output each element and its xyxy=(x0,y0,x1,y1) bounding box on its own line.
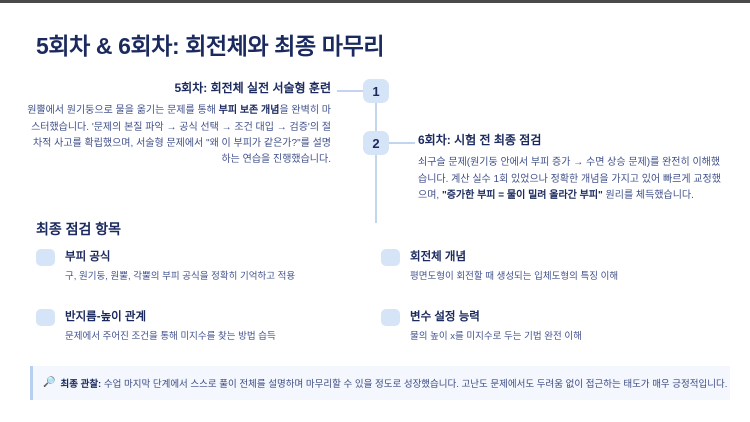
timeline-marker-2[interactable]: 2 xyxy=(363,131,389,155)
timeline-entry-2-body-suffix: 원리를 체득했습니다. xyxy=(602,189,694,201)
timeline-entry-1-body: 원뿔에서 원기둥으로 물을 옮기는 문제를 통해 부피 보존 개념을 완벽히 마… xyxy=(26,103,331,168)
timeline-connector-1 xyxy=(337,90,364,92)
checklist-item-label: 회전체 개념 xyxy=(410,251,467,263)
timeline-entry-2-body-strong: "증가한 부피 = 물이 밀려 올라간 부피" xyxy=(441,189,603,201)
final-observation-label: 최종 관찰: xyxy=(60,379,102,390)
checklist-item-desc: 평면도형이 회전할 때 생성되는 입체도형의 특징 이해 xyxy=(410,271,619,282)
checklist-item[interactable]: 변수 설정 능력 물의 높이 x를 미지수로 두는 기법 완전 이해 xyxy=(381,308,726,368)
timeline-entry-2-heading: 6회차: 시험 전 최종 점검 xyxy=(418,133,542,147)
checkbox-icon[interactable] xyxy=(36,249,55,266)
timeline-entry-1-heading: 5회차: 회전체 실전 서술형 훈련 xyxy=(174,81,332,95)
checkbox-icon[interactable] xyxy=(36,309,55,326)
final-observation-banner: 🔎 최종 관찰: 수업 마지막 단계에서 스스로 풀이 전체를 설명하며 마무리… xyxy=(30,366,730,400)
timeline-marker-1[interactable]: 1 xyxy=(363,79,389,103)
checklist-title: 최종 점검 항목 xyxy=(36,221,122,237)
checklist-item-desc: 문제에서 주어진 조건을 통해 미지수를 찾는 방법 습득 xyxy=(65,331,276,342)
timeline-entry-1-body-suffix: 을 완벽히 마스터했습니다. '문제의 본질 파악 → 공식 선택 → 조건 대… xyxy=(31,105,331,165)
checkbox-icon[interactable] xyxy=(381,309,400,326)
checklist-item[interactable]: 부피 공식 구, 원기둥, 원뿔, 각뿔의 부피 공식을 정확히 기억하고 적용 xyxy=(36,248,381,308)
checklist-item-label: 변수 설정 능력 xyxy=(410,311,480,323)
timeline-entry-1-body-prefix: 원뿔에서 원기둥으로 물을 옮기는 문제를 통해 xyxy=(27,105,219,117)
timeline-axis xyxy=(375,87,377,223)
checklist-item-label: 반지름-높이 관계 xyxy=(65,311,147,323)
timeline-entry-2-body-prefix: 쇠구슬 문제(원기둥 안에서 부피 증가 → 수면 상승 문제)를 완전히 이해… xyxy=(418,157,721,201)
magnifier-icon: 🔎 xyxy=(43,377,56,388)
timeline-entry-1: 5회차: 회전체 실전 서술형 훈련 원뿔에서 원기둥으로 물을 옮기는 문제를… xyxy=(26,79,331,168)
checklist-item-desc: 구, 원기둥, 원뿔, 각뿔의 부피 공식을 정확히 기억하고 적용 xyxy=(65,271,296,282)
timeline-entry-1-body-strong: 부피 보존 개념 xyxy=(218,105,280,117)
timeline: 1 2 5회차: 회전체 실전 서술형 훈련 원뿔에서 원기둥으로 물을 옮기는… xyxy=(0,73,750,223)
final-observation-text: 최종 관찰: 수업 마지막 단계에서 스스로 풀이 전체를 설명하며 마무리할 … xyxy=(60,376,727,390)
checklist-item[interactable]: 회전체 개념 평면도형이 회전할 때 생성되는 입체도형의 특징 이해 xyxy=(381,248,726,308)
checklist-grid: 부피 공식 구, 원기둥, 원뿔, 각뿔의 부피 공식을 정확히 기억하고 적용… xyxy=(36,248,726,368)
checklist-item-text: 반지름-높이 관계 문제에서 주어진 조건을 통해 미지수를 찾는 방법 습득 xyxy=(65,308,276,343)
checklist-item-desc: 물의 높이 x를 미지수로 두는 기법 완전 이해 xyxy=(410,331,582,342)
checklist-item-text: 회전체 개념 평면도형이 회전할 때 생성되는 입체도형의 특징 이해 xyxy=(410,248,618,283)
timeline-entry-2: 6회차: 시험 전 최종 점검 쇠구슬 문제(원기둥 안에서 부피 증가 → 수… xyxy=(418,131,728,204)
checklist-item-text: 변수 설정 능력 물의 높이 x를 미지수로 두는 기법 완전 이해 xyxy=(410,308,582,343)
checkbox-icon[interactable] xyxy=(381,249,400,266)
final-observation-body: 수업 마지막 단계에서 스스로 풀이 전체를 설명하며 마무리할 수 있을 정도… xyxy=(101,379,728,390)
timeline-entry-2-body: 쇠구슬 문제(원기둥 안에서 부피 증가 → 수면 상승 문제)를 완전히 이해… xyxy=(418,155,728,204)
checklist-item[interactable]: 반지름-높이 관계 문제에서 주어진 조건을 통해 미지수를 찾는 방법 습득 xyxy=(36,308,381,368)
checklist-item-text: 부피 공식 구, 원기둥, 원뿔, 각뿔의 부피 공식을 정확히 기억하고 적용 xyxy=(65,248,295,283)
checklist-item-label: 부피 공식 xyxy=(65,251,111,263)
timeline-connector-2 xyxy=(388,142,415,144)
page-title: 5회차 & 6회차: 회전체와 최종 마무리 xyxy=(36,33,385,59)
